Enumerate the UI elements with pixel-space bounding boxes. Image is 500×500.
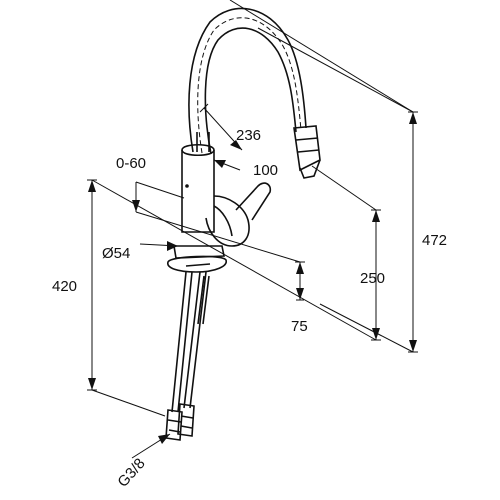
dimension-lines (87, 0, 418, 459)
indicator-dot (185, 184, 189, 188)
dim-100-label: 100 (253, 162, 278, 179)
arrowheads (88, 112, 417, 444)
dim-472-label: 472 (422, 232, 447, 249)
faucet-body (165, 7, 321, 441)
dim-g3-8-label: G3/8 (114, 455, 148, 491)
dim-420-label: 420 (52, 278, 77, 295)
dim-250-label: 250 (360, 270, 385, 287)
dim-236-label: 236 (236, 127, 261, 144)
dim-75-label: 75 (291, 318, 308, 335)
dim-54-label: Ø54 (102, 245, 130, 262)
dim-0-60-label: 0-60 (116, 155, 146, 172)
